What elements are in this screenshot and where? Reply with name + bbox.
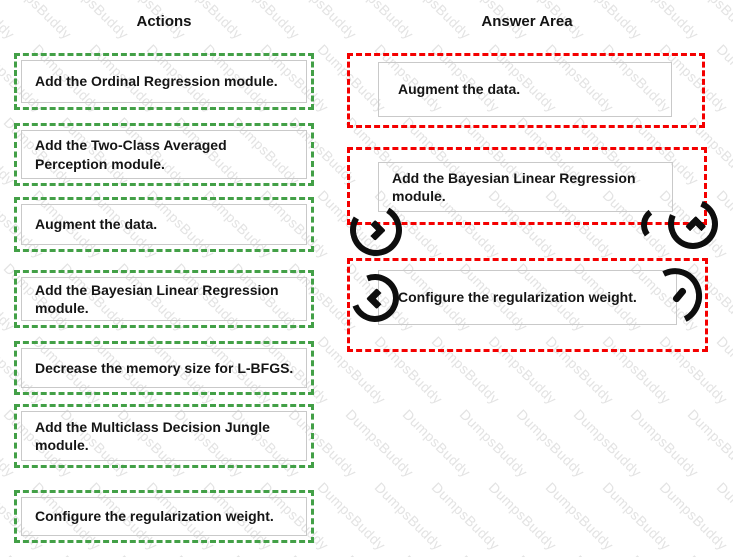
watermark-text: DumpsBuddy — [513, 406, 588, 481]
answer-item-label: Configure the regularization weight. — [398, 289, 637, 306]
watermark-text: DumpsBuddy — [684, 406, 733, 481]
watermark-text: DumpsBuddy — [542, 479, 617, 554]
watermark-text: DumpsBuddy — [58, 552, 132, 557]
watermark-text: DumpsBuddy — [371, 479, 446, 554]
watermark-text: DumpsBuddy — [713, 333, 733, 408]
watermark-text: DumpsBuddy — [1, 552, 75, 557]
action-item-card: Add the Multiclass Decision Jungle modul… — [21, 411, 307, 461]
watermark-text: DumpsBuddy — [514, 552, 588, 557]
watermark-text: DumpsBuddy — [314, 479, 389, 554]
answer-item-card[interactable]: Configure the regularization weight. — [378, 270, 677, 325]
action-item-label: Add the Two-Class Averaged Perception mo… — [35, 137, 227, 172]
watermark-text: DumpsBuddy — [713, 479, 733, 554]
action-item-card: Augment the data. — [21, 204, 307, 245]
action-item-label: Decrease the memory size for L-BFGS. — [35, 359, 294, 376]
action-item[interactable]: Add the Bayesian Linear Regression modul… — [14, 270, 314, 328]
action-item-card: Decrease the memory size for L-BFGS. — [21, 348, 307, 388]
action-item[interactable]: Decrease the memory size for L-BFGS. — [14, 341, 314, 395]
action-item[interactable]: Add the Ordinal Regression module. — [14, 53, 314, 110]
watermark-text: DumpsBuddy — [485, 479, 560, 554]
watermark-text: DumpsBuddy — [342, 406, 417, 481]
action-item-label: Add the Bayesian Linear Regression modul… — [35, 281, 279, 316]
watermark-text: DumpsBuddy — [628, 552, 702, 557]
answer-area-title: Answer Area — [481, 13, 573, 30]
action-item[interactable]: Add the Multiclass Decision Jungle modul… — [14, 404, 314, 468]
watermark-text: DumpsBuddy — [0, 552, 18, 557]
action-item-label: Add the Ordinal Regression module. — [35, 73, 278, 90]
watermark-text: DumpsBuddy — [599, 479, 674, 554]
action-item-card: Configure the regularization weight. — [21, 497, 307, 536]
chevron-left-glyph — [365, 287, 388, 309]
action-item-card: Add the Two-Class Averaged Perception mo… — [21, 130, 307, 179]
answer-item-label: Augment the data. — [398, 81, 521, 98]
watermark-text: DumpsBuddy — [456, 406, 531, 481]
watermark-text: DumpsBuddy — [685, 552, 733, 557]
watermark-text: DumpsBuddy — [286, 552, 360, 557]
watermark-text: DumpsBuddy — [399, 406, 474, 481]
watermark-text: DumpsBuddy — [400, 552, 474, 557]
watermark-text: DumpsBuddy — [457, 552, 531, 557]
action-item[interactable]: Configure the regularization weight. — [14, 490, 314, 543]
answer-item-card[interactable]: Add the Bayesian Linear Regression modul… — [378, 162, 673, 212]
watermark-text: DumpsBuddy — [570, 406, 645, 481]
watermark-text: DumpsBuddy — [115, 552, 189, 557]
watermark-text: DumpsBuddy — [571, 552, 645, 557]
watermark-text: DumpsBuddy — [627, 406, 702, 481]
answer-item-label: Add the Bayesian Linear Regression modul… — [392, 169, 636, 204]
action-item-label: Augment the data. — [35, 216, 158, 233]
action-item-label: Add the Multiclass Decision Jungle modul… — [35, 418, 270, 453]
answer-slot[interactable]: Configure the regularization weight. — [347, 258, 708, 352]
answer-item-card[interactable]: Augment the data. — [378, 62, 672, 117]
chevron-right-glyph — [363, 219, 386, 241]
watermark-text: DumpsBuddy — [172, 552, 246, 557]
chevron-up-glyph — [684, 215, 706, 237]
watermark-text: DumpsBuddy — [656, 479, 731, 554]
watermark-text: DumpsBuddy — [229, 552, 303, 557]
answer-slot[interactable]: Augment the data. — [347, 53, 705, 128]
watermark-text: DumpsBuddy — [713, 41, 733, 116]
action-item-label: Configure the regularization weight. — [35, 508, 274, 525]
action-item-card: Add the Bayesian Linear Regression modul… — [21, 277, 307, 321]
action-item-card: Add the Ordinal Regression module. — [21, 60, 307, 103]
watermark-text: DumpsBuddy — [428, 479, 503, 554]
action-item[interactable]: Augment the data. — [14, 197, 314, 252]
answer-slot[interactable]: Add the Bayesian Linear Regression modul… — [347, 147, 707, 225]
actions-column-title: Actions — [136, 13, 192, 30]
action-item[interactable]: Add the Two-Class Averaged Perception mo… — [14, 123, 314, 186]
watermark-text: DumpsBuddy — [343, 552, 417, 557]
